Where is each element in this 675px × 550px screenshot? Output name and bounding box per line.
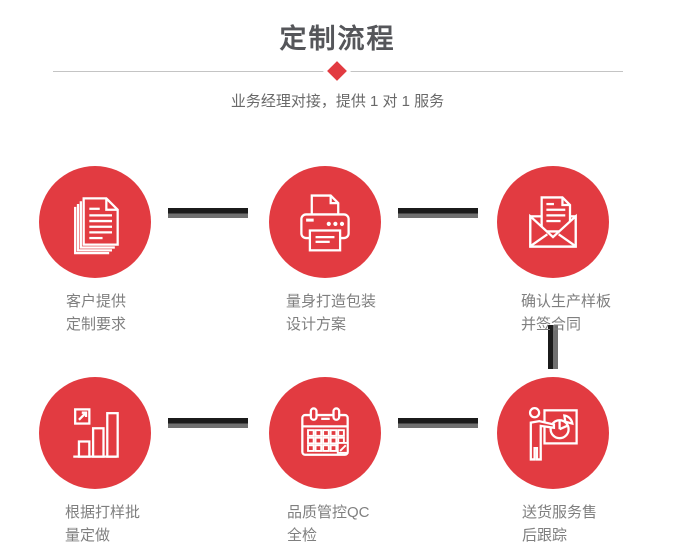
- step3-label: 确认生产样板并签合同: [521, 290, 611, 336]
- diamond-accent-icon: [327, 61, 347, 81]
- step2-label-line2: 设计方案: [286, 316, 347, 333]
- page-subtitle: 业务经理对接，提供 1 对 1 服务: [230, 93, 445, 110]
- calendar-icon: [301, 407, 349, 456]
- step3-label-line2: 并签合同: [521, 316, 582, 333]
- step6-label-line1: 送货服务售: [522, 504, 598, 521]
- step6-circle: [497, 377, 609, 489]
- step4-label-line1: 根据打样批: [65, 504, 141, 521]
- step1-circle: [39, 166, 151, 278]
- printer-icon: [300, 194, 350, 252]
- connector-step3-step6: [548, 325, 558, 369]
- connector-step1-step2: [168, 208, 248, 218]
- step4-circle: [39, 377, 151, 489]
- connector-step5-step6: [398, 418, 478, 428]
- step5-label-line2: 全检: [287, 527, 318, 544]
- step2-label-line1: 量身打造包装: [286, 293, 377, 310]
- step2-circle: [269, 166, 381, 278]
- connector-step2-step3: [398, 208, 478, 218]
- step3-label-line1: 确认生产样板: [521, 293, 612, 310]
- step6-label-line2: 后跟踪: [522, 527, 568, 544]
- page-title: 定制流程: [279, 24, 396, 54]
- connector-step4-step5: [168, 418, 248, 428]
- step5-label: 品质管控QC 全检: [287, 501, 370, 547]
- step5-circle: [269, 377, 381, 489]
- step1-label-line1: 客户提供: [66, 293, 127, 310]
- step5-label-line1: 品质管控QC: [287, 504, 370, 521]
- step3-circle: [497, 166, 609, 278]
- step2-label: 量身打造包装设计方案: [286, 290, 376, 336]
- step6-label: 送货服务售后跟踪: [522, 501, 597, 547]
- step4-label-line2: 量定做: [65, 527, 111, 544]
- step4-label: 根据打样批量定做: [65, 501, 140, 547]
- presentation-icon: [528, 407, 578, 461]
- bar-chart-icon: [73, 408, 119, 458]
- step1-label: 客户提供定制要求: [66, 290, 126, 336]
- step1-label-line2: 定制要求: [66, 316, 127, 333]
- documents-icon: [74, 197, 119, 255]
- envelope-icon: [529, 196, 577, 248]
